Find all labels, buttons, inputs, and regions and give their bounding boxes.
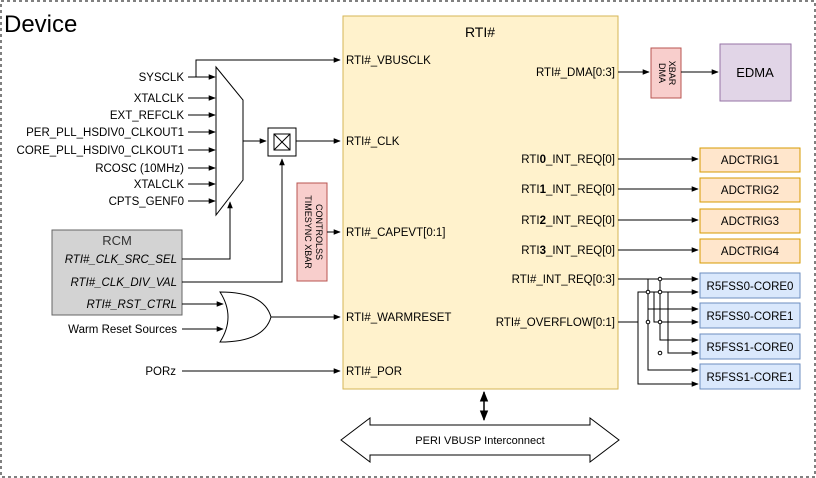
clock-source-label: EXT_REFCLK: [110, 110, 184, 122]
r5fss-box: [699, 363, 801, 390]
adctrig-label: ADCTRIG2: [721, 185, 779, 197]
adctrig-box: [699, 147, 801, 173]
dma-xbar-line1: DMA: [657, 63, 667, 83]
adctrig-box: [699, 238, 801, 264]
port-vbusclk: RTI#_VBUSCLK: [346, 55, 431, 67]
rcm-title: RCM: [102, 233, 132, 248]
r5fss-box: [699, 302, 801, 329]
interconnect-label: PERI VBUSP Interconnect: [415, 435, 544, 447]
clock-source-label: CORE_PLL_HSDIV0_CLKOUT1: [17, 145, 184, 157]
port-int-req-3: RTI3_INT_REQ[0]: [521, 245, 615, 257]
clock-source-label: SYSCLK: [139, 72, 185, 84]
port-clk: RTI#_CLK: [346, 136, 400, 148]
dma-xbar: [650, 47, 682, 99]
r5-fanout-lines: [618, 276, 699, 387]
rti-title: RTI#: [465, 24, 495, 40]
adctrig-label: ADCTRIG3: [721, 216, 779, 228]
edma-label: EDMA: [736, 65, 774, 80]
port-int-req-1: RTI1_INT_REQ[0]: [521, 184, 615, 196]
rcm-signal-clk-src-sel: RTI#_CLK_SRC_SEL: [65, 254, 177, 266]
adctrig-box: [699, 177, 801, 203]
rcm-signal-rst-ctrl: RTI#_RST_CTRL: [86, 299, 177, 311]
port-capevt: RTI#_CAPEVT[0:1]: [346, 227, 446, 239]
r5-jump-marks: [645, 276, 663, 356]
r5fss-group: R5FSS0-CORE0 R5FSS0-CORE1 R5FSS1-CORE0 R…: [699, 272, 801, 390]
rti-module: [342, 15, 619, 390]
rcm-control-lines: [182, 158, 285, 332]
or-gate: [219, 291, 272, 343]
rcm-signal-clk-div-val: RTI#_CLK_DIV_VAL: [70, 277, 177, 289]
r5fss-label: R5FSS1-CORE1: [707, 372, 794, 384]
r5fss-label: R5FSS1-CORE0: [707, 342, 794, 354]
int-req-arrows: [618, 156, 699, 253]
port-int-req-all: RTI#_INT_REQ[0:3]: [512, 274, 615, 286]
r5fss-label: R5FSS0-CORE1: [707, 311, 794, 323]
warm-reset-sources-label: Warm Reset Sources: [68, 324, 177, 336]
port-int-req-2: RTI2_INT_REQ[0]: [521, 215, 615, 227]
clock-source-label: PER_PLL_HSDIV0_CLKOUT1: [26, 127, 184, 139]
edma-block: [719, 43, 792, 102]
adctrig-label: ADCTRIG4: [721, 246, 780, 258]
adctrig-group: ADCTRIG1 ADCTRIG2 ADCTRIG3 ADCTRIG4: [699, 147, 801, 264]
r5fss-label: R5FSS0-CORE0: [707, 281, 794, 293]
port-warmreset: RTI#_WARMRESET: [346, 312, 451, 324]
clock-divider-icon: [267, 127, 297, 157]
rcm-block: [51, 229, 183, 316]
clock-source-label: RCOSC (10MHz): [95, 163, 184, 175]
adctrig-label: ADCTRIG1: [721, 155, 779, 167]
dma-xbar-line2: XBAR: [667, 61, 677, 86]
adctrig-box: [699, 208, 801, 234]
clock-mux: [215, 65, 244, 217]
porz-label: PORz: [145, 366, 176, 378]
timesync-xbar-line2: TIMESYNC XBAR: [303, 195, 313, 269]
clock-input-arrows: [188, 57, 341, 204]
clock-source-label: CPTS_GENF0: [109, 196, 184, 208]
port-por: RTI#_POR: [346, 366, 402, 378]
clock-source-label: XTALCLK: [134, 93, 185, 105]
clock-source-list: SYSCLK XTALCLK EXT_REFCLK PER_PLL_HSDIV0…: [17, 72, 185, 208]
peri-vbusp-interconnect: [340, 416, 620, 464]
port-dma: RTI#_DMA[0:3]: [536, 67, 615, 79]
timesync-xbar: [296, 182, 328, 282]
port-int-req-0: RTI0_INT_REQ[0]: [521, 154, 615, 166]
r5fss-box: [699, 333, 801, 360]
timesync-xbar-line1: CONTROLSS: [314, 204, 324, 260]
port-overflow: RTI#_OVERFLOW[0:1]: [496, 317, 615, 329]
r5fss-box: [699, 272, 801, 299]
device-label: Device: [4, 11, 77, 38]
clock-source-label: XTALCLK: [134, 179, 185, 191]
